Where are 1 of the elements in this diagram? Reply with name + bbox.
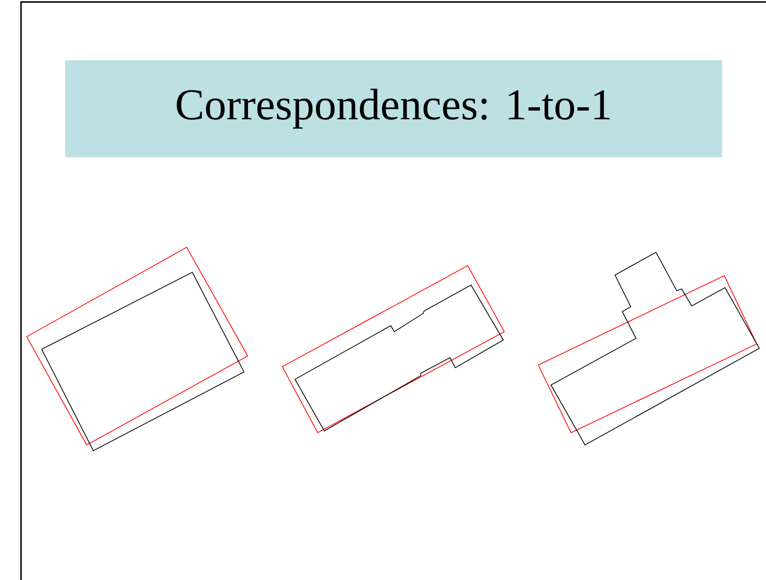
- title-banner: Correspondences: 1-to-1: [65, 60, 722, 158]
